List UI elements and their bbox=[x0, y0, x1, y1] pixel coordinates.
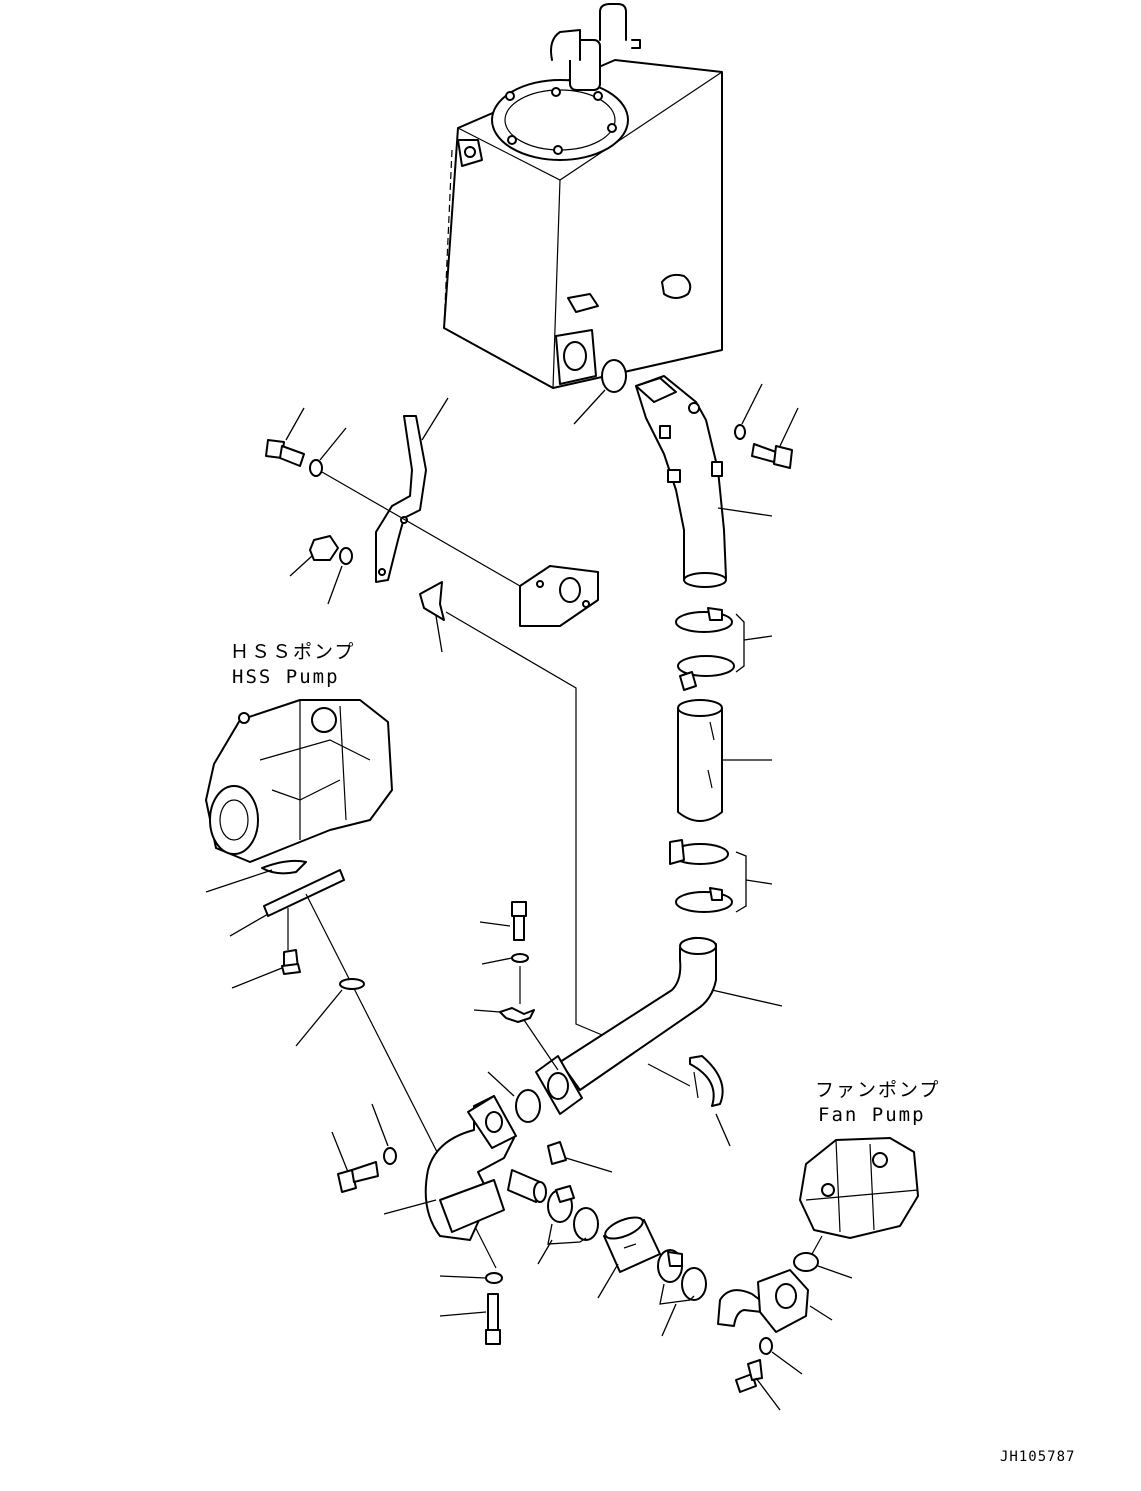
o-ring-lower-pipe bbox=[487, 1071, 541, 1123]
hose-clamp-lower-3 bbox=[657, 1249, 683, 1283]
upper-suction-elbow bbox=[635, 375, 773, 588]
hose-clamp-middle-2 bbox=[675, 887, 733, 913]
lower-suction-pipe bbox=[535, 937, 783, 1115]
o-ring-hss bbox=[295, 978, 365, 1047]
hydraulic-tank bbox=[443, 3, 723, 389]
hose-clamp-lower-2 bbox=[573, 1207, 599, 1241]
fan-pump-illustration bbox=[799, 1137, 919, 1239]
fan-pump-elbow bbox=[717, 1269, 833, 1333]
o-ring-fan-pump bbox=[793, 1252, 853, 1279]
clip-center bbox=[473, 1007, 535, 1023]
hss-pump-label-jp: ＨＳＳポンプ bbox=[230, 641, 356, 663]
washer-lower-center bbox=[439, 1272, 503, 1284]
hss-pump-label-en: HSS Pump bbox=[232, 666, 340, 688]
hss-pump-illustration bbox=[205, 699, 393, 863]
bolt-lower-left bbox=[331, 1131, 379, 1193]
washer-lower-left bbox=[371, 1103, 397, 1165]
bolt-lower-center bbox=[439, 1293, 501, 1345]
pipe-clip bbox=[419, 581, 445, 653]
bolt-center bbox=[479, 901, 527, 941]
rubber-hose-upper bbox=[677, 699, 772, 822]
spacer-tube bbox=[229, 869, 345, 937]
washer-center bbox=[481, 953, 529, 965]
pump-outlet-flange bbox=[519, 565, 599, 627]
plug bbox=[547, 1141, 613, 1173]
support-bracket bbox=[375, 397, 449, 583]
hose-clamp-lower-1 bbox=[547, 1185, 575, 1223]
o-ring-tank-outlet bbox=[573, 359, 627, 425]
fan-pump-label-en: Fan Pump bbox=[818, 1104, 926, 1126]
drawing-code: JH105787 bbox=[1000, 1449, 1076, 1465]
bolt-fan bbox=[735, 1359, 781, 1411]
bolt-hss bbox=[231, 949, 301, 989]
lower-elbow bbox=[383, 1095, 517, 1241]
washer-left bbox=[327, 547, 353, 605]
bolt-upper-right bbox=[751, 407, 799, 469]
u-bolt bbox=[689, 1055, 731, 1147]
hose-clamp-lower-4 bbox=[681, 1267, 707, 1301]
hose-clamp-upper-2 bbox=[677, 655, 735, 691]
hose-clamp-middle-1 bbox=[669, 839, 729, 865]
hose-clamp-upper-1 bbox=[675, 607, 733, 633]
fan-pump-label-jp: ファンポンプ bbox=[815, 1079, 941, 1101]
washer-fan bbox=[759, 1337, 803, 1375]
washer-upper-right bbox=[734, 383, 763, 440]
gasket-hss bbox=[205, 859, 307, 893]
rubber-hose-lower bbox=[597, 1216, 661, 1299]
elbow-nipple bbox=[507, 1169, 547, 1203]
washer-upper-left bbox=[309, 427, 347, 477]
bolt-upper-left bbox=[265, 407, 305, 467]
nut-left bbox=[289, 535, 339, 577]
